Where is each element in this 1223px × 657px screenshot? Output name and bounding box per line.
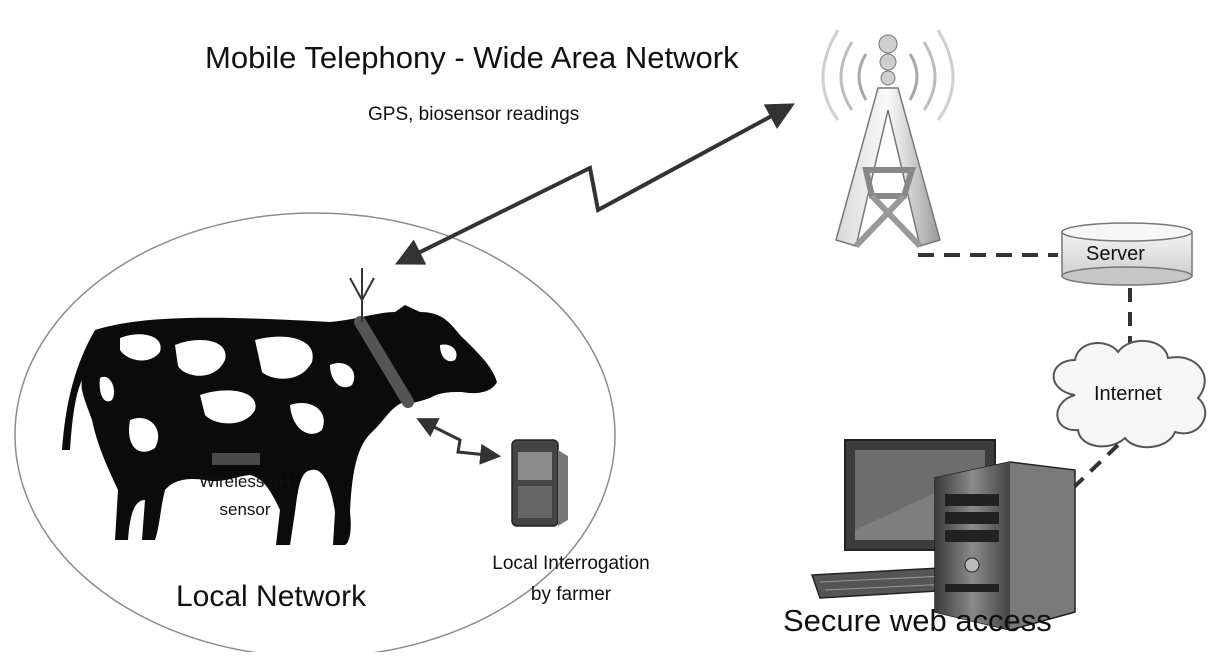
internet-cloud-icon (1052, 339, 1207, 449)
sensor-label: Wireless pH sensor (190, 468, 300, 524)
wan-subtitle: GPS, biosensor readings (368, 104, 580, 125)
wan-link-arrow (394, 103, 795, 265)
desktop-computer-icon (810, 439, 1076, 631)
local-network-label: Local Network (176, 580, 367, 613)
interrogation-label: Local Interrogation by farmer (466, 548, 676, 610)
cow-icon (62, 268, 497, 545)
sensor-label-line1: Wireless pH (199, 472, 291, 491)
mobile-phone-icon (511, 439, 568, 527)
interrogation-label-line1: Local Interrogation (492, 553, 650, 574)
secure-web-access-label: Secure web access (783, 603, 1052, 638)
wan-title: Mobile Telephony - Wide Area Network (205, 40, 739, 75)
local-link-arrow (416, 418, 502, 465)
sensor-label-line2: sensor (219, 500, 271, 519)
interrogation-label-line2: by farmer (530, 584, 612, 605)
server-cylinder-icon (1061, 222, 1193, 286)
cell-tower-icon (821, 29, 955, 249)
local-network-ellipse (14, 212, 616, 657)
server-label: Server (1086, 243, 1145, 265)
internet-label: Internet (1094, 383, 1162, 405)
